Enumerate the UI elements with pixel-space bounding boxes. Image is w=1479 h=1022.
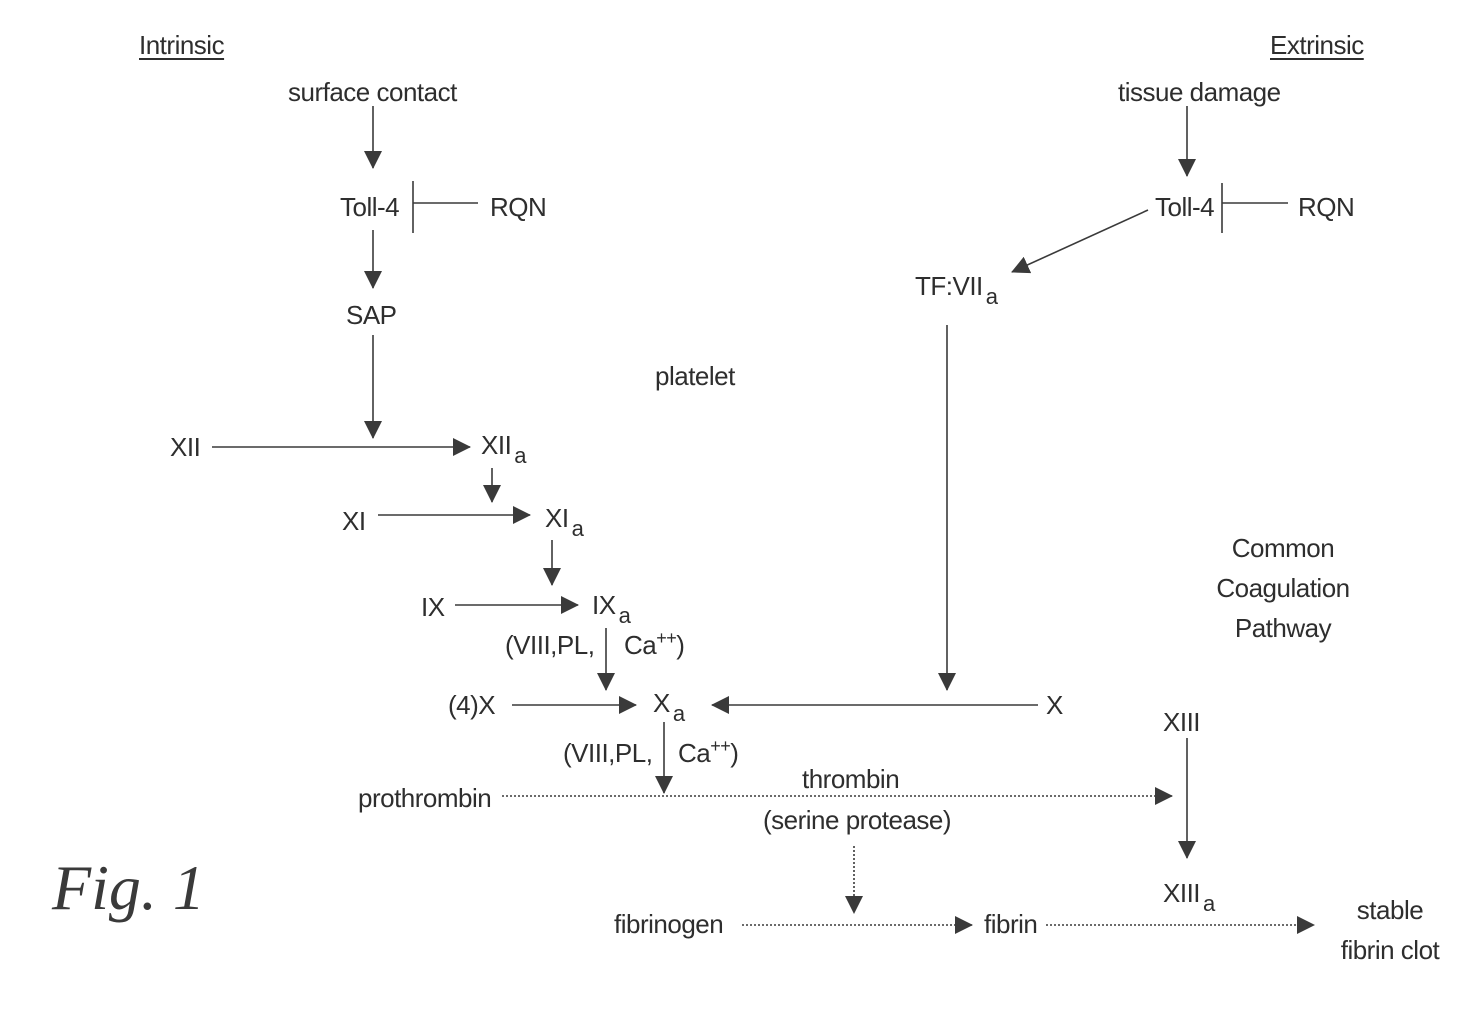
xiia-sub: a [514,443,526,468]
label-ixa: IXa [592,592,630,618]
ixa-main: IX [592,590,616,620]
label-cofactors-1-left: (VIII,PL, [505,632,594,658]
label-cofactors-2-right: Ca++) [678,740,738,766]
tf-main: TF:VII [915,271,983,301]
label-cofactors-1-right: Ca++) [624,632,684,658]
label-cofactors-2-left: (VIII,PL, [563,740,652,766]
label-fibrin: fibrin [984,911,1037,937]
label-tissue-damage: tissue damage [1118,79,1281,105]
stable-line1: stable [1322,890,1458,930]
label-x-extrinsic: X [1046,692,1063,718]
label-sap: SAP [346,302,397,328]
stable-line2: fibrin clot [1322,930,1458,970]
xia-main: XI [545,503,569,533]
cof2-sup: ++ [710,736,730,756]
label-surface-contact: surface contact [288,79,457,105]
common-line2: Coagulation [1198,568,1368,608]
label-common-pathway: Common Coagulation Pathway [1198,528,1368,648]
tf-sub: a [986,284,998,309]
label-serine-protease: (serine protease) [763,807,951,833]
label-xa: Xa [653,690,685,716]
label-xia: XIa [545,505,583,531]
label-stable-fibrin-clot: stable fibrin clot [1322,890,1458,970]
label-ix: IX [421,594,445,620]
xa-main: X [653,688,670,718]
header-intrinsic: Intrinsic [139,32,224,58]
label-prothrombin: prothrombin [358,785,491,811]
label-xii: XII [170,434,200,460]
label-rqn-intrinsic: RQN [490,194,546,220]
label-toll4-intrinsic: Toll-4 [340,194,399,220]
cof2-close: ) [730,738,738,768]
arrow-toll-to-tf [1012,210,1148,272]
label-xiii: XIII [1163,709,1200,735]
label-tf-viia: TF:VIIa [915,273,998,299]
label-fibrinogen: fibrinogen [614,911,723,937]
ixa-sub: a [619,603,631,628]
xia-sub: a [572,516,584,541]
label-rqn-extrinsic: RQN [1298,194,1354,220]
figure-label: Fig. 1 [52,856,205,920]
label-xiiia: XIIIa [1163,880,1215,906]
label-xi: XI [342,508,366,534]
label-4x: (4)X [448,692,495,718]
xa-sub: a [673,701,685,726]
cof1-ca: Ca [624,630,656,660]
cof1-sup: ++ [656,628,676,648]
xiiia-main: XIII [1163,878,1200,908]
common-line3: Pathway [1198,608,1368,648]
label-thrombin: thrombin [802,766,899,792]
label-toll4-extrinsic: Toll-4 [1155,194,1214,220]
xiiia-sub: a [1203,891,1215,916]
cof1-close: ) [676,630,684,660]
common-line1: Common [1198,528,1368,568]
header-extrinsic: Extrinsic [1270,32,1364,58]
label-platelet: platelet [655,363,735,389]
label-xiia: XIIa [481,432,526,458]
xiia-main: XII [481,430,511,460]
cof2-ca: Ca [678,738,710,768]
